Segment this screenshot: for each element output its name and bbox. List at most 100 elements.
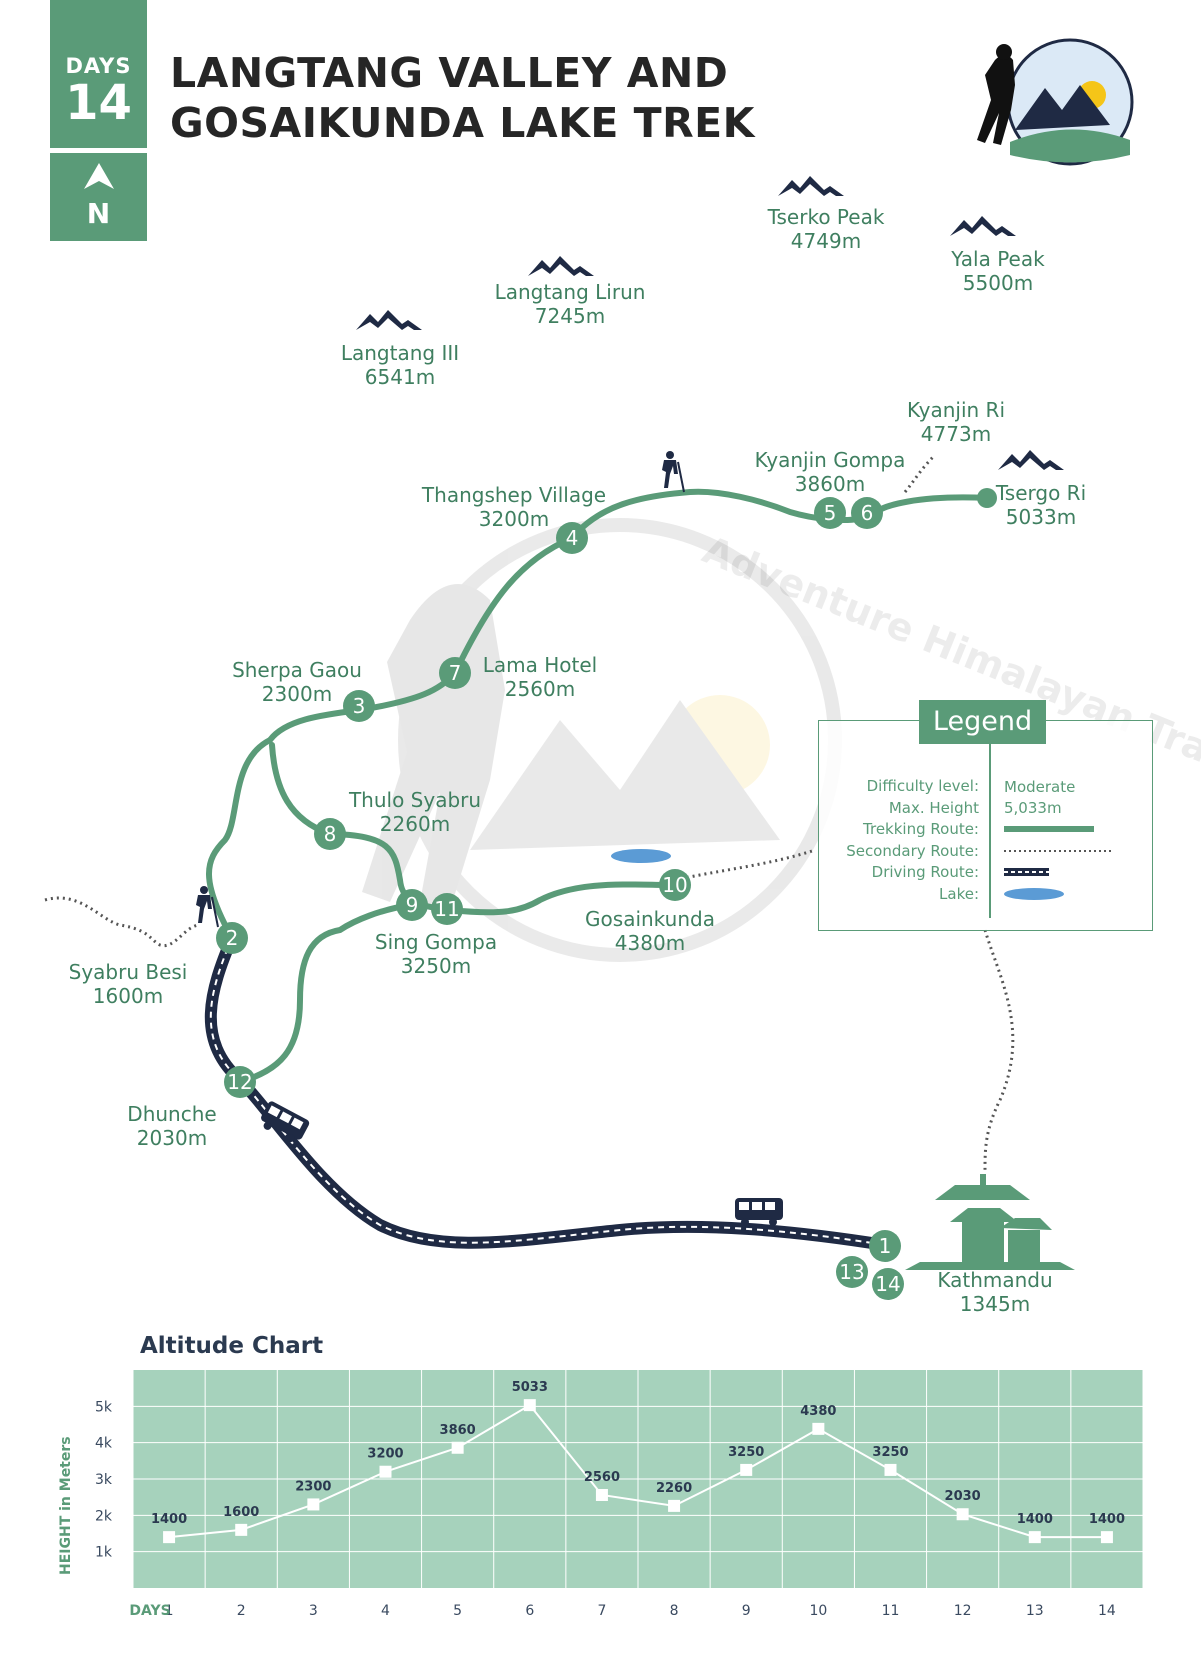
data-point	[740, 1463, 753, 1476]
svg-text:9: 9	[406, 893, 419, 917]
mountain-icons	[356, 176, 1064, 470]
data-label: 5033	[512, 1380, 548, 1395]
place-name: Thulo Syabru	[348, 788, 482, 812]
legend-label-lake: Lake:	[939, 885, 979, 903]
data-label: 1600	[223, 1505, 259, 1520]
data-label: 2030	[945, 1489, 981, 1504]
place-name: Kyanjin Gompa	[754, 448, 906, 472]
chart-title: Altitude Chart	[140, 1333, 324, 1359]
x-tick-label: 8	[670, 1603, 679, 1619]
legend-lake-symbol	[1004, 888, 1064, 900]
stop-marker-5: 5	[814, 497, 846, 529]
place-height: 4380m	[614, 931, 686, 955]
x-tick-label: 3	[309, 1603, 318, 1619]
peak-height: 4773m	[920, 422, 992, 446]
data-point	[884, 1463, 897, 1476]
stop-marker-13: 13	[836, 1256, 868, 1288]
mountain-icon	[356, 310, 422, 330]
stop-marker-12: 12	[224, 1066, 256, 1098]
place-name: Sherpa Gaou	[232, 658, 362, 682]
place-name: Gosainkunda	[585, 907, 715, 931]
svg-text:4: 4	[566, 526, 579, 550]
north-arrow-icon	[83, 163, 114, 189]
place-name: Syabru Besi	[68, 960, 188, 984]
place-height: 2560m	[504, 677, 576, 701]
company-logo	[977, 38, 1134, 166]
legend-labels: Difficulty level: Max. Height Trekking R…	[819, 721, 979, 930]
data-point	[1028, 1531, 1041, 1544]
y-tick-label: 5k	[95, 1399, 113, 1415]
data-point	[956, 1508, 969, 1521]
data-label: 4380	[800, 1404, 836, 1419]
data-label: 3200	[367, 1447, 403, 1462]
place-name: Thangshep Village	[421, 483, 607, 507]
temple-icon	[905, 1174, 1075, 1270]
north-indicator: N	[50, 153, 147, 241]
endpoint-marker-tsergo	[977, 488, 997, 508]
data-point	[379, 1465, 392, 1478]
stop-markers: 1 2 3 4 5 6 7 8 9 10 11 12 13 14	[216, 488, 997, 1300]
data-label: 3860	[440, 1423, 476, 1438]
secondary-routes	[44, 453, 1015, 1171]
legend-box: Difficulty level: Max. Height Trekking R…	[818, 720, 1153, 931]
legend-title: Legend	[919, 700, 1046, 744]
page-title: LANGTANG VALLEY AND GOSAIKUNDA LAKE TREK	[170, 48, 755, 148]
mountain-icon	[998, 450, 1064, 470]
x-tick-label: 4	[381, 1603, 390, 1619]
north-label: N	[86, 197, 111, 230]
data-label: 3250	[728, 1445, 764, 1460]
stop-marker-14: 14	[872, 1268, 904, 1300]
data-point	[235, 1523, 248, 1536]
lake-icon	[611, 849, 671, 863]
title-line-1: LANGTANG VALLEY AND	[170, 49, 729, 97]
x-tick-label: 1	[165, 1603, 174, 1619]
data-label: 3250	[872, 1445, 908, 1460]
peak-name: Kyanjin Ri	[906, 398, 1006, 422]
x-tick-label: 12	[954, 1603, 972, 1619]
svg-text:11: 11	[434, 897, 459, 921]
y-tick-label: 3k	[95, 1472, 113, 1488]
chart-x-axis-title: DAYS	[129, 1603, 170, 1619]
altitude-series-line	[168, 1403, 1107, 1539]
svg-text:5: 5	[824, 501, 837, 525]
peak-name: Yala Peak	[951, 247, 1045, 271]
stop-marker-10: 10	[659, 869, 691, 901]
place-name: Kathmandu	[937, 1268, 1053, 1292]
svg-text:3: 3	[353, 694, 366, 718]
mountain-icon	[778, 176, 844, 196]
legend-value-difficulty: Moderate	[1004, 778, 1076, 796]
mountain-icon	[950, 216, 1016, 236]
data-point	[163, 1531, 176, 1544]
x-tick-label: 10	[809, 1603, 827, 1619]
y-tick-label: 1k	[95, 1545, 113, 1561]
place-height: 3860m	[794, 472, 866, 496]
stop-marker-4: 4	[556, 522, 588, 554]
place-height: 2300m	[261, 682, 333, 706]
hiker-icons	[196, 451, 685, 928]
stop-marker-7: 7	[439, 657, 471, 689]
place-name: Lama Hotel	[482, 653, 598, 677]
x-tick-label: 2	[237, 1603, 246, 1619]
stop-marker-11: 11	[431, 893, 463, 925]
title-line-2: GOSAIKUNDA LAKE TREK	[170, 99, 755, 147]
svg-text:14: 14	[875, 1272, 900, 1296]
watermark-logo	[362, 518, 842, 962]
peak-height: 5033m	[1005, 505, 1077, 529]
stop-marker-8: 8	[314, 818, 346, 850]
place-height: 2030m	[136, 1126, 208, 1150]
peak-height: 4749m	[790, 229, 862, 253]
svg-text:1: 1	[879, 1234, 892, 1258]
stop-marker-1: 1	[869, 1230, 901, 1262]
driving-route	[204, 932, 891, 1251]
